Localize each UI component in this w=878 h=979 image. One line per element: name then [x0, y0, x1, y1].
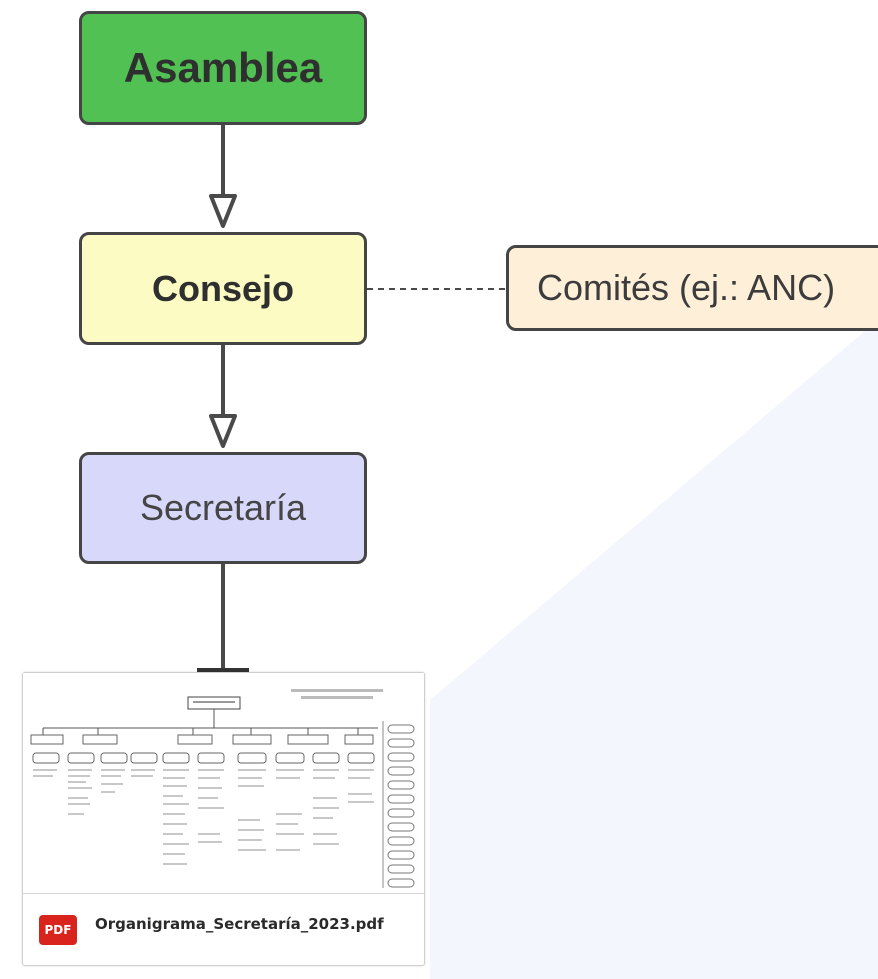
node-secretaria[interactable]: Secretaría: [79, 452, 367, 564]
node-asamblea-label: Asamblea: [123, 44, 323, 91]
node-asamblea[interactable]: Asamblea: [79, 11, 367, 125]
pdf-filename[interactable]: Organigrama_Secretaría_2023.pdf: [95, 914, 384, 933]
pdf-attachment-footer[interactable]: PDF Organigrama_Secretaría_2023.pdf: [23, 894, 424, 965]
node-secretaria-label: Secretaría: [139, 487, 307, 528]
node-comites[interactable]: Comités (ej.: ANC): [506, 245, 878, 331]
pdf-file-icon: PDF: [39, 914, 77, 945]
pdf-thumbnail[interactable]: [23, 673, 424, 894]
node-comites-label: Comités (ej.: ANC): [537, 267, 836, 308]
org-chart-preview-image: [30, 689, 415, 888]
node-consejo-label: Consejo: [151, 267, 294, 309]
pdf-attachment-card[interactable]: PDF Organigrama_Secretaría_2023.pdf: [22, 672, 425, 966]
node-consejo[interactable]: Consejo: [79, 232, 367, 345]
arrowhead-consejo: [209, 194, 237, 228]
pdf-icon-label: PDF: [44, 922, 72, 937]
arrowhead-secretaria: [209, 414, 237, 448]
